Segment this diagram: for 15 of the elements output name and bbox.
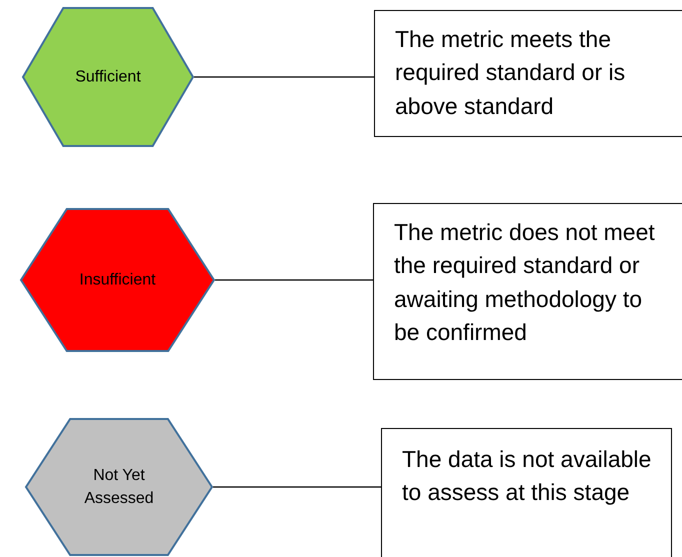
status-label: Sufficient (74, 67, 142, 88)
status-label: Insufficient (78, 270, 157, 290)
connector-line (215, 279, 373, 281)
description-box (373, 203, 682, 380)
description-box (381, 428, 672, 557)
status-hexagon (25, 418, 213, 556)
status-hexagon (22, 7, 194, 147)
connector-line (213, 486, 381, 488)
status-label: Not Yet Assessed (83, 466, 155, 509)
description-text: The metric meets the required standard or is above standard (395, 25, 626, 121)
description-text: The metric does not meet the required standard or awaiting methodology to be confirmed (394, 218, 656, 348)
description-box (374, 10, 682, 137)
status-hexagon (20, 208, 215, 352)
connector-line (194, 76, 374, 78)
description-text: The data is not available to assess at this stage (402, 445, 652, 508)
